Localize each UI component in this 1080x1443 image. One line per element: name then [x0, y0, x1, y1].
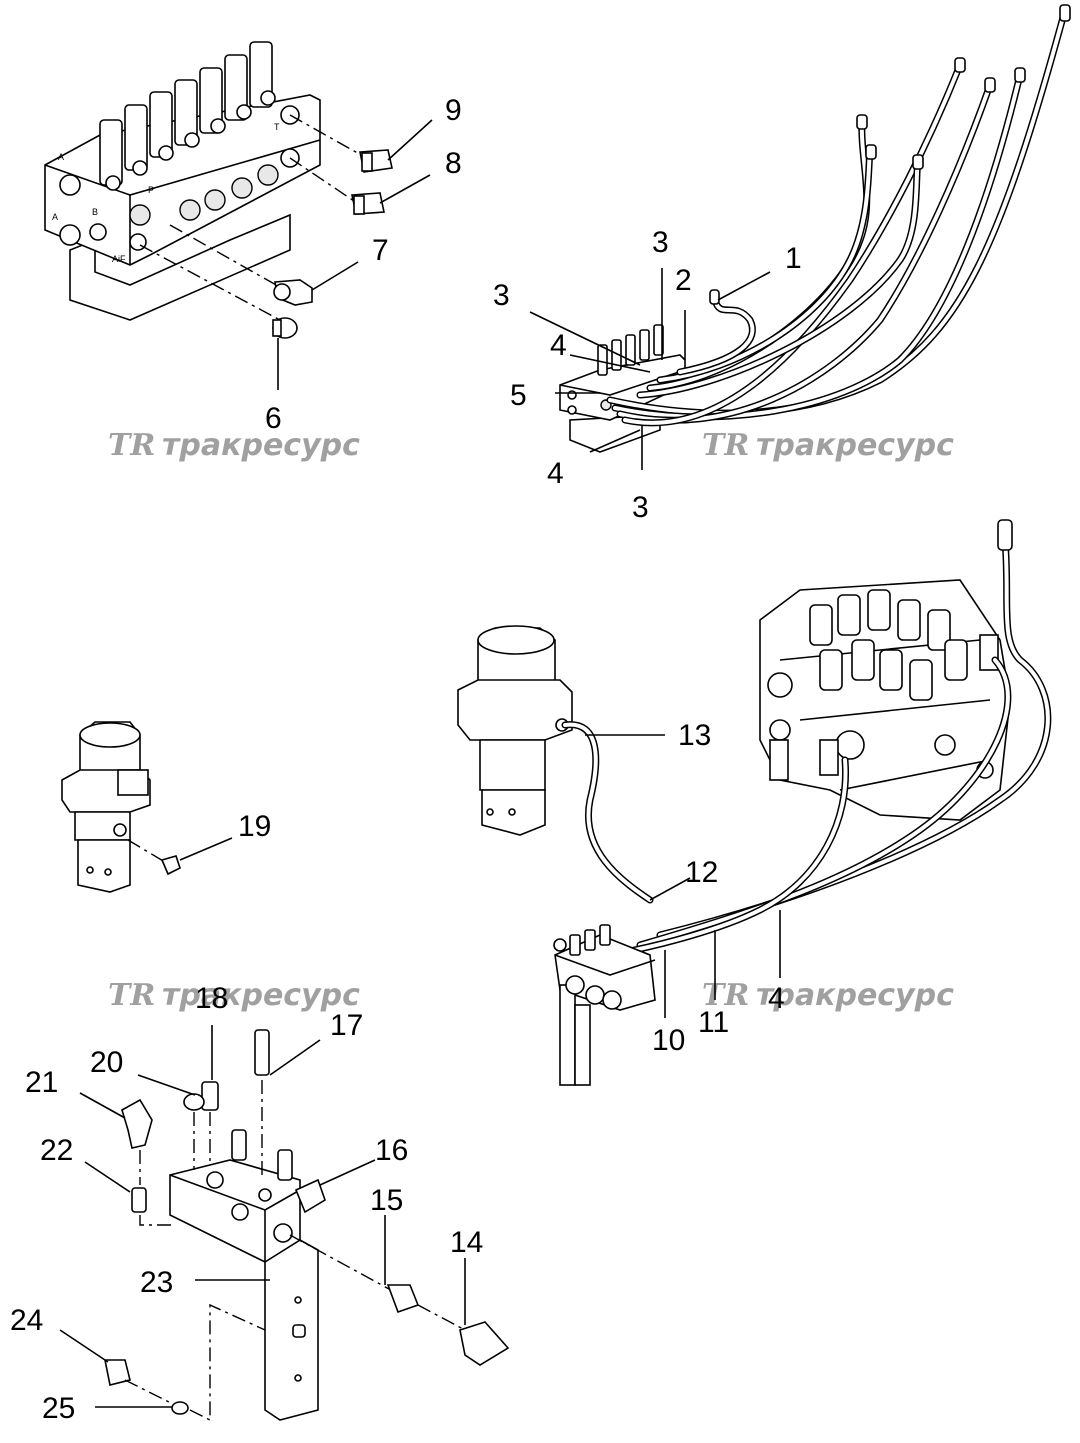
plug-6	[272, 317, 298, 339]
valve-manifold-detail: A A B P T AiF	[44, 41, 393, 339]
bolt-24	[104, 1359, 131, 1386]
callout-9: 9	[445, 94, 462, 127]
callout-21: 21	[25, 1066, 58, 1099]
port-label-a2: A	[52, 212, 58, 222]
callout-6: 6	[265, 402, 282, 435]
port-label-t: T	[274, 122, 280, 132]
valve-block-exploded	[104, 1029, 510, 1422]
port-label-aif: AiF	[112, 254, 126, 264]
solenoid-stack	[99, 41, 276, 191]
port-label-a: A	[58, 152, 64, 162]
pilot-valve-19	[61, 721, 181, 893]
callout-3-bottom: 3	[632, 491, 649, 524]
watermark-bottom-left: TR тракресурс	[108, 978, 360, 1013]
callout-10: 10	[652, 1024, 685, 1057]
fitting-9	[359, 149, 393, 173]
manifold-with-hoses	[559, 4, 1071, 453]
callout-5: 5	[510, 379, 527, 412]
callout-18: 18	[195, 982, 228, 1015]
callout-15: 15	[370, 1184, 403, 1217]
watermark-text: тракресурс	[162, 428, 360, 463]
callout-3-left: 3	[493, 279, 510, 312]
solenoid-16	[294, 1178, 326, 1214]
elbow-21	[121, 1098, 153, 1149]
hose-end-fittings	[709, 4, 1071, 305]
watermark-text: тракресурс	[756, 428, 954, 463]
fitting-8	[351, 192, 385, 215]
solenoid-coils	[809, 589, 968, 701]
watermark-top-left: TR тракресурс	[108, 428, 360, 463]
callout-11: 11	[698, 1006, 729, 1039]
watermark-bottom-right: TR тракресурс	[702, 978, 954, 1013]
watermark-text: тракресурс	[162, 978, 360, 1013]
fitting-22	[131, 1187, 147, 1213]
callout-19: 19	[238, 810, 271, 843]
hose-13	[561, 721, 654, 904]
fitting-18	[201, 1081, 219, 1111]
callout-17: 17	[330, 1009, 363, 1042]
watermark-text: тракресурс	[756, 978, 954, 1013]
callout-16: 16	[375, 1134, 408, 1167]
tee-fitting-14	[459, 1321, 510, 1366]
callout-25: 25	[42, 1392, 75, 1425]
bolt-17	[254, 1029, 270, 1076]
port-label-b: B	[92, 207, 98, 217]
callout-4-lower: 4	[547, 457, 564, 490]
elbow-fitting-7	[273, 279, 313, 306]
watermark-logo: TR	[702, 978, 749, 1013]
bracket-23	[264, 1239, 319, 1421]
watermark-logo: TR	[108, 978, 155, 1013]
callout-4-upper: 4	[550, 329, 567, 362]
port-label-p: P	[148, 185, 154, 195]
callout-3-top: 3	[652, 226, 669, 259]
valve-block-10	[553, 924, 656, 1086]
pilot-valve-13	[457, 625, 573, 836]
hose-bundle	[606, 6, 1069, 427]
fitting-19	[160, 855, 181, 876]
callout-7: 7	[372, 234, 389, 267]
callout-23: 23	[140, 1266, 173, 1299]
callout-2: 2	[675, 264, 692, 297]
callout-1: 1	[785, 242, 802, 275]
watermark-logo: TR	[702, 428, 749, 463]
callout-12: 12	[685, 856, 718, 889]
callout-20: 20	[90, 1046, 123, 1079]
control-valve-hoses	[621, 519, 1052, 956]
plug-20	[183, 1093, 205, 1111]
manifold-ports	[59, 105, 300, 251]
fitting-15	[386, 1284, 420, 1314]
callout-24: 24	[10, 1304, 43, 1337]
callout-13: 13	[678, 719, 711, 752]
mounting-bracket	[69, 213, 291, 321]
callout-14: 14	[450, 1226, 483, 1259]
callout-4-right: 4	[768, 982, 785, 1015]
callout-22: 22	[40, 1134, 73, 1167]
callout-8: 8	[445, 147, 462, 180]
watermark-top-right: TR тракресурс	[702, 428, 954, 463]
washer-25	[171, 1401, 189, 1415]
watermark-logo: TR	[108, 428, 155, 463]
